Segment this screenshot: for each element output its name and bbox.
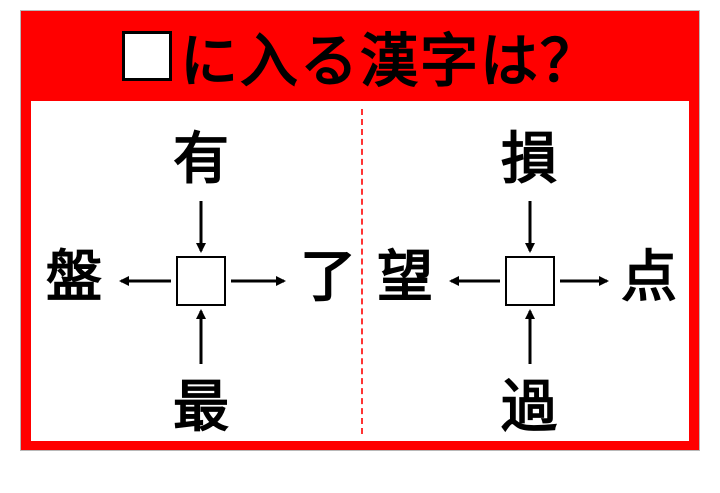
blank-box-icon [121, 31, 172, 81]
puzzle-frame: に入る漢字は？ 有 盤 了 最 損 望 点 過 [20, 10, 700, 451]
arrows-layer [119, 201, 609, 364]
puzzle-2-top-kanji: 損 [501, 127, 557, 192]
puzzle-2-left-kanji: 望 [377, 245, 433, 310]
puzzle-2-bottom-kanji: 過 [501, 375, 557, 440]
puzzle-1-top-kanji: 有 [173, 127, 229, 192]
puzzle-1-blank-box [176, 256, 226, 306]
dashed-divider [361, 109, 363, 434]
puzzle-panel: 有 盤 了 最 損 望 点 過 [31, 101, 689, 441]
puzzle-1-left-kanji: 盤 [46, 245, 102, 310]
puzzle-1-bottom-kanji: 最 [173, 375, 229, 440]
puzzle-2-blank-box [505, 256, 555, 306]
puzzle-2-right-kanji: 点 [621, 245, 677, 310]
title-text: に入る漢字は？ [179, 27, 600, 95]
puzzle-1-right-kanji: 了 [300, 245, 356, 310]
title-bar: に入る漢字は？ [21, 11, 701, 101]
